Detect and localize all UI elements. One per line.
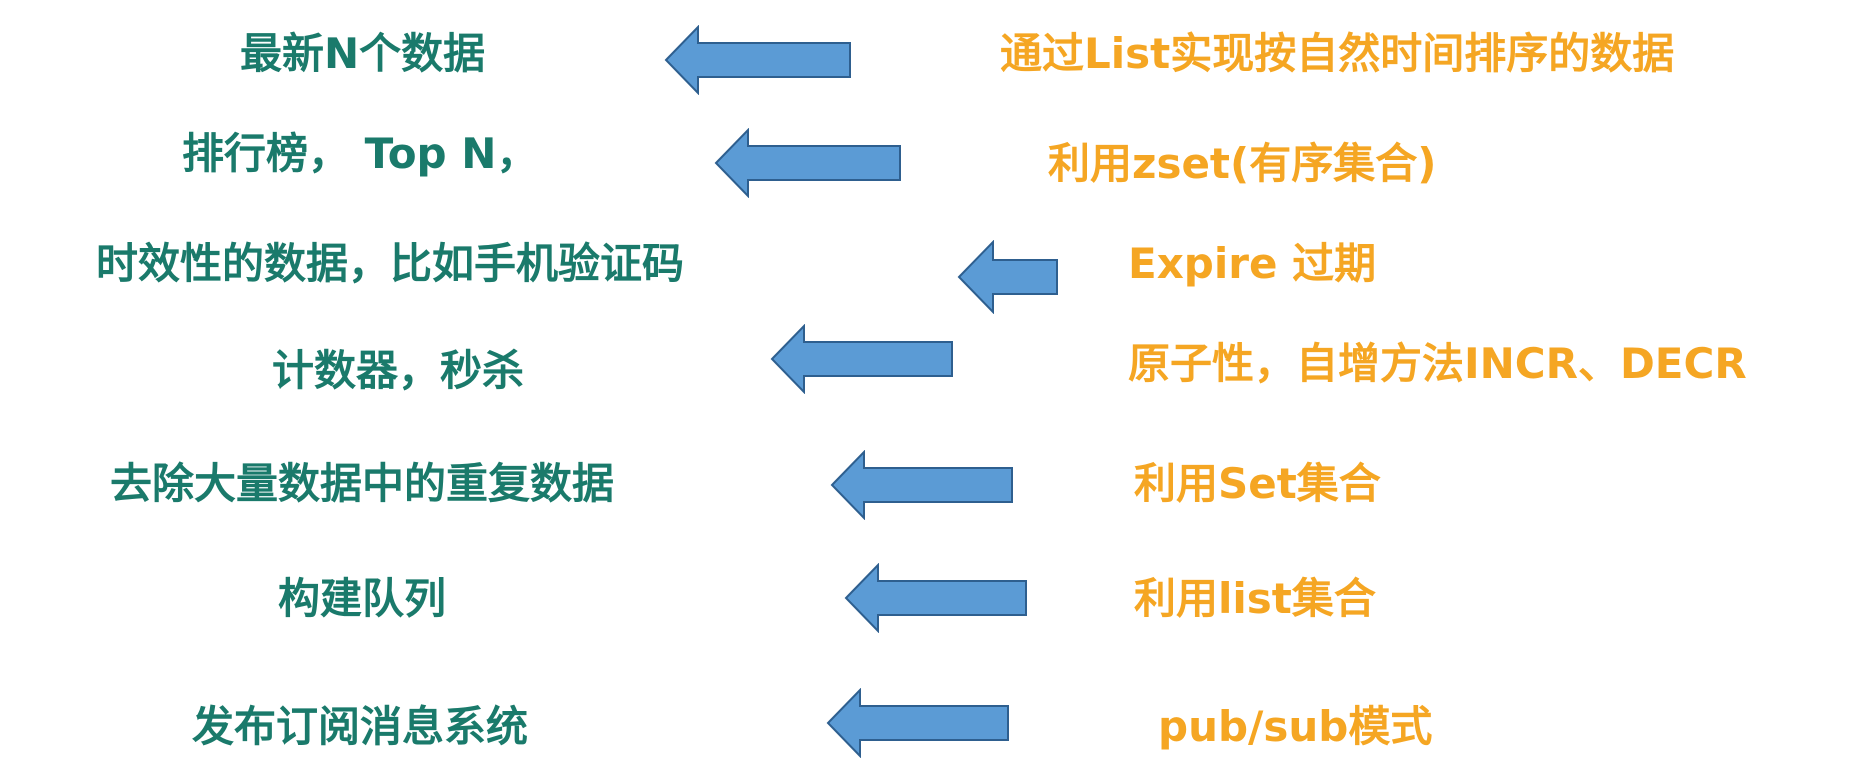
use-case-label: 构建队列	[278, 574, 447, 623]
solution-label: pub/sub模式	[1158, 702, 1433, 751]
left-arrow-icon	[664, 25, 851, 95]
use-case-label: 最新N个数据	[240, 29, 486, 78]
solution-label: 利用zset(有序集合)	[1048, 139, 1437, 188]
use-case-label: 发布订阅消息系统	[192, 702, 529, 751]
solution-label: 利用list集合	[1134, 574, 1376, 623]
left-arrow-icon	[844, 563, 1027, 633]
left-arrow-icon	[770, 324, 953, 394]
solution-label: Expire 过期	[1128, 239, 1377, 288]
use-case-label: 时效性的数据，比如手机验证码	[96, 239, 685, 288]
use-case-label: 去除大量数据中的重复数据	[110, 459, 615, 508]
left-arrow-icon	[714, 128, 901, 198]
solution-label: 利用Set集合	[1134, 459, 1381, 508]
use-case-label: 计数器，秒杀	[272, 346, 525, 395]
left-arrow-icon	[957, 240, 1058, 314]
solution-label: 通过List实现按自然时间排序的数据	[1000, 29, 1675, 78]
left-arrow-icon	[830, 450, 1013, 520]
solution-label: 原子性，自增方法INCR、DECR	[1128, 339, 1747, 388]
use-case-label: 排行榜， Top N，	[182, 129, 539, 178]
left-arrow-icon	[826, 688, 1009, 758]
